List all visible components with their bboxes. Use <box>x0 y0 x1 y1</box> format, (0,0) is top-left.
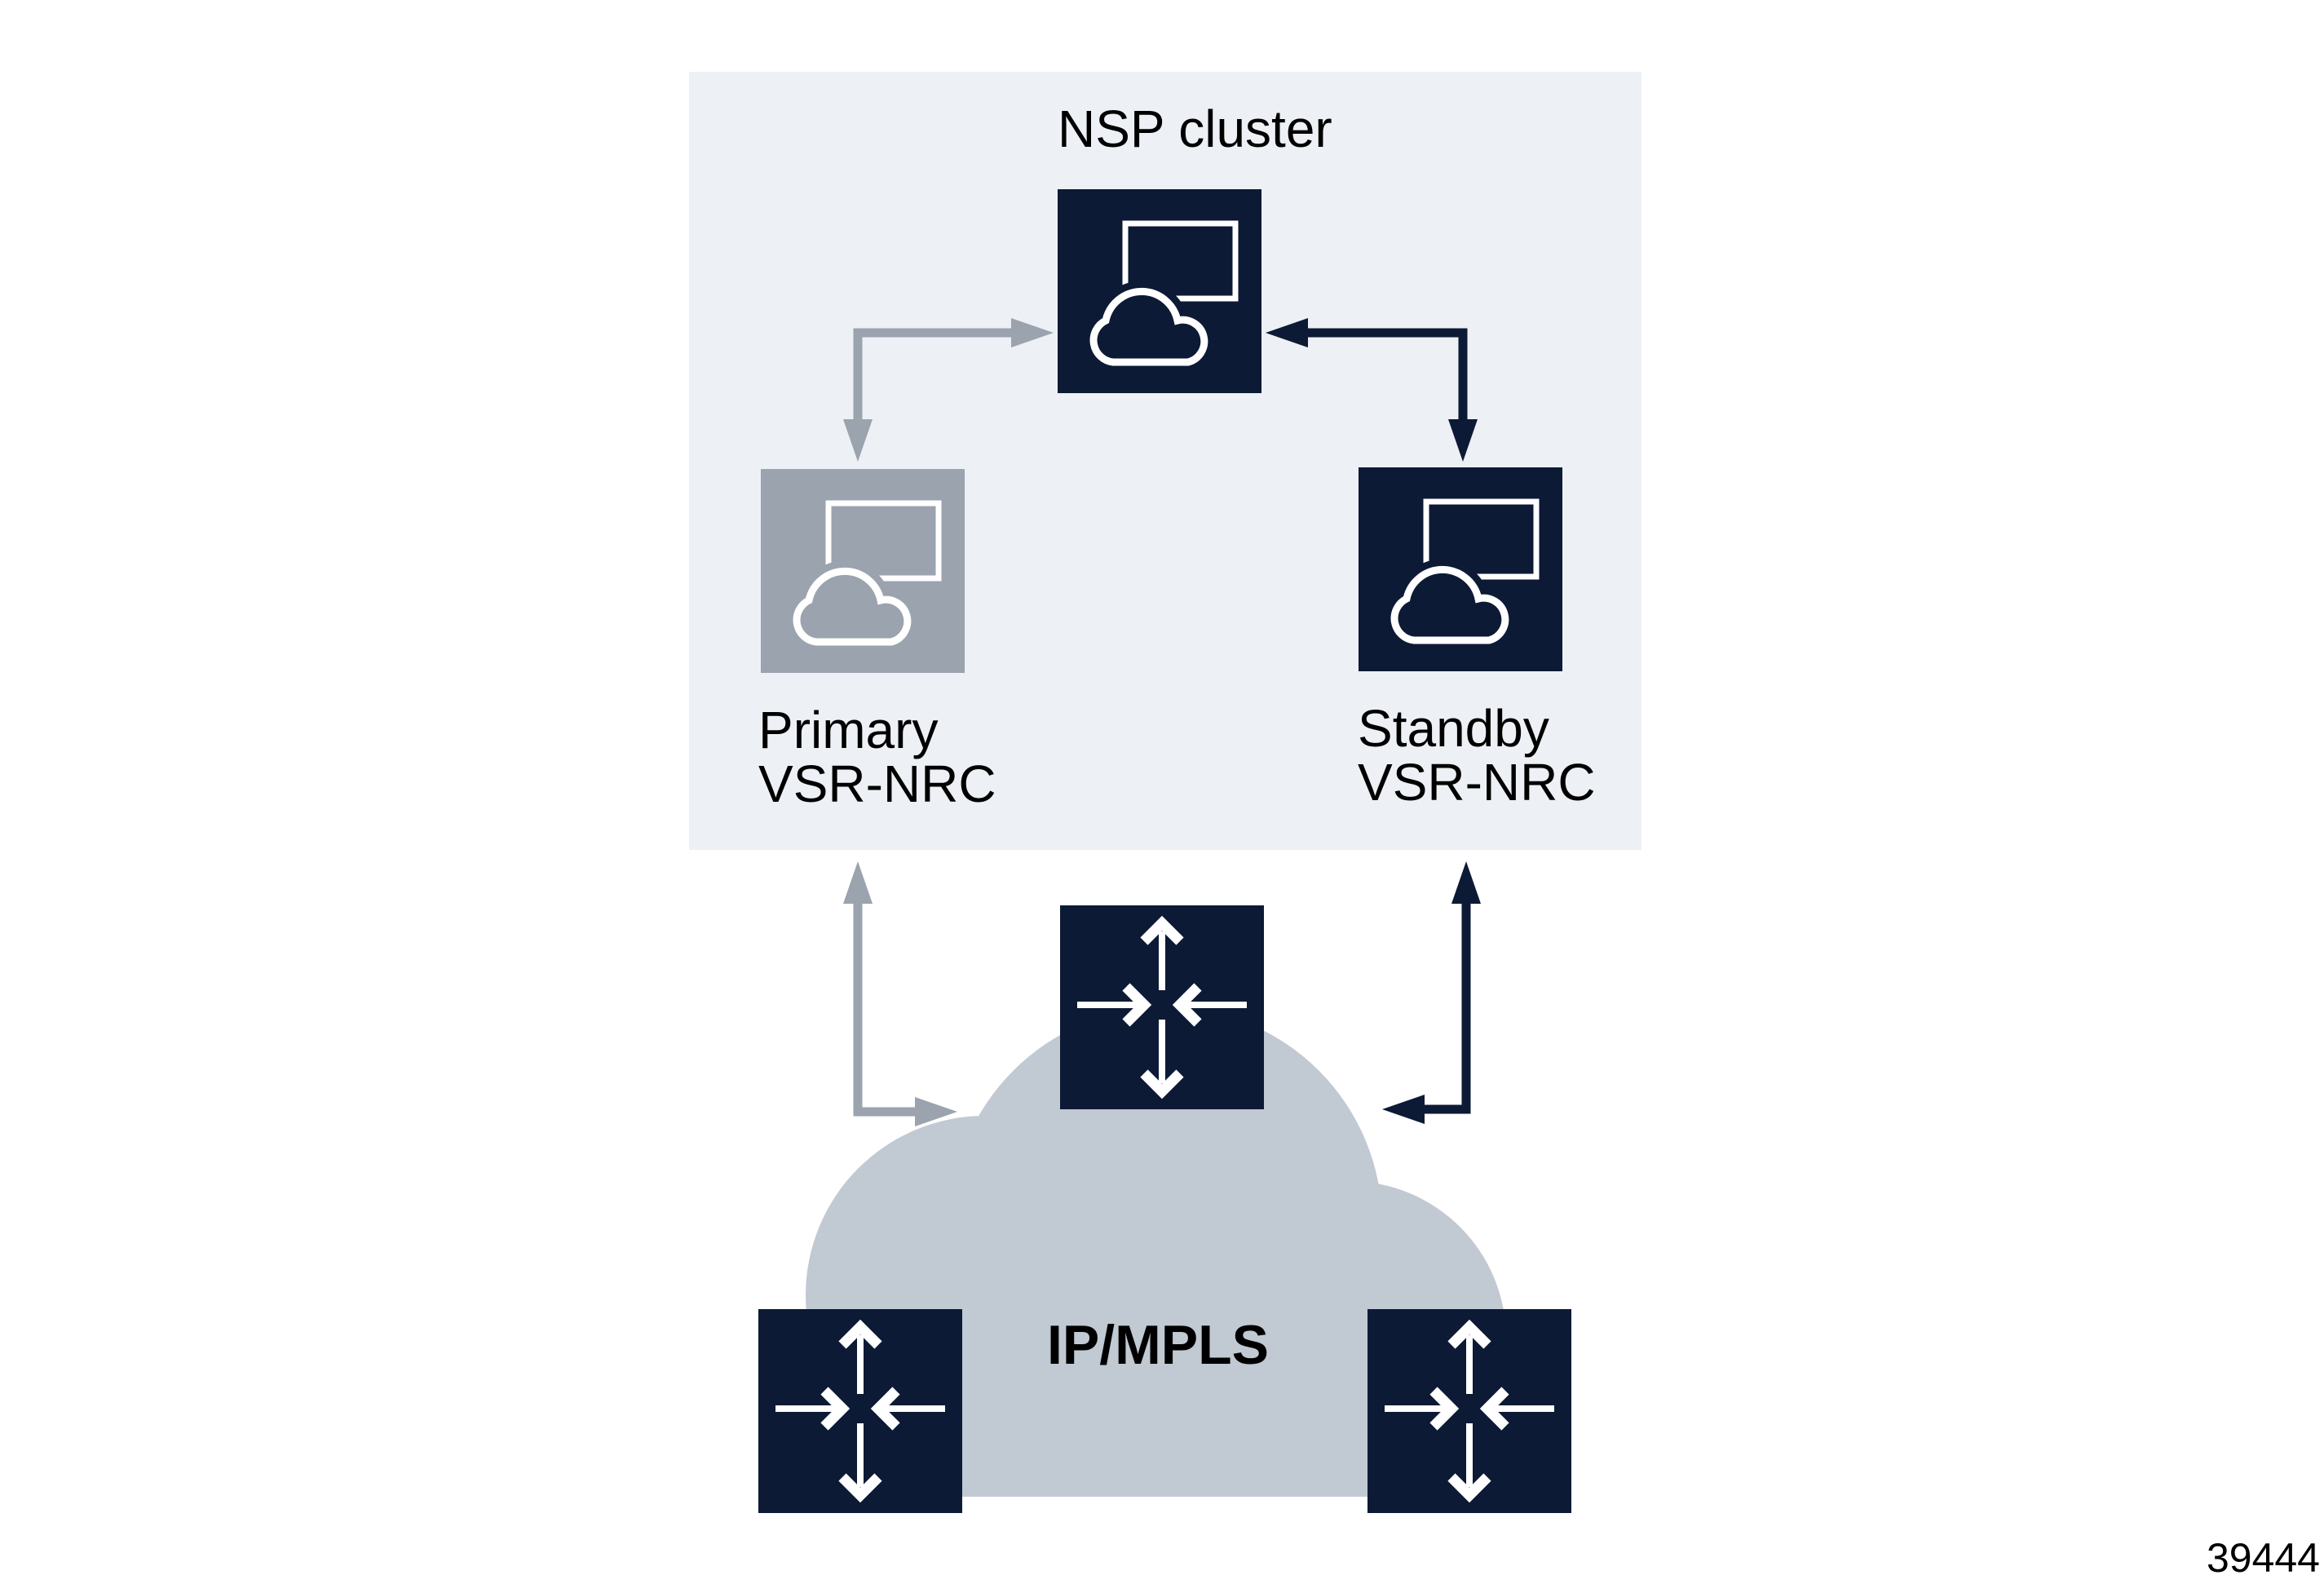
router-node-bottom-left <box>758 1309 962 1513</box>
primary-vsr-nrc-label: Primary VSR-NRC <box>758 703 996 811</box>
router-icon <box>1060 905 1264 1109</box>
figure-number: 39444 <box>2206 1535 2320 1581</box>
ip-mpls-label: IP/MPLS <box>1046 1314 1270 1376</box>
primary-vsr-nrc-node <box>761 469 965 673</box>
primary-label-line2: VSR-NRC <box>758 754 996 813</box>
standby-label-line2: VSR-NRC <box>1358 753 1596 812</box>
nsp-cluster-title: NSP cluster <box>1058 100 1332 158</box>
standby-vsr-nrc-node <box>1359 467 1562 671</box>
nsp-cluster-node <box>1058 189 1261 393</box>
cloud-screen-icon <box>761 469 965 673</box>
standby-to-network-arrow <box>1382 861 1481 1124</box>
router-node-top <box>1060 905 1264 1109</box>
primary-to-network-arrow <box>843 861 957 1126</box>
standby-vsr-nrc-label: Standby VSR-NRC <box>1358 701 1596 809</box>
router-node-bottom-right <box>1367 1309 1571 1513</box>
cloud-screen-icon <box>1359 467 1562 671</box>
standby-label-line1: Standby <box>1358 699 1549 758</box>
cloud-screen-icon <box>1058 189 1261 393</box>
primary-label-line1: Primary <box>758 701 939 759</box>
